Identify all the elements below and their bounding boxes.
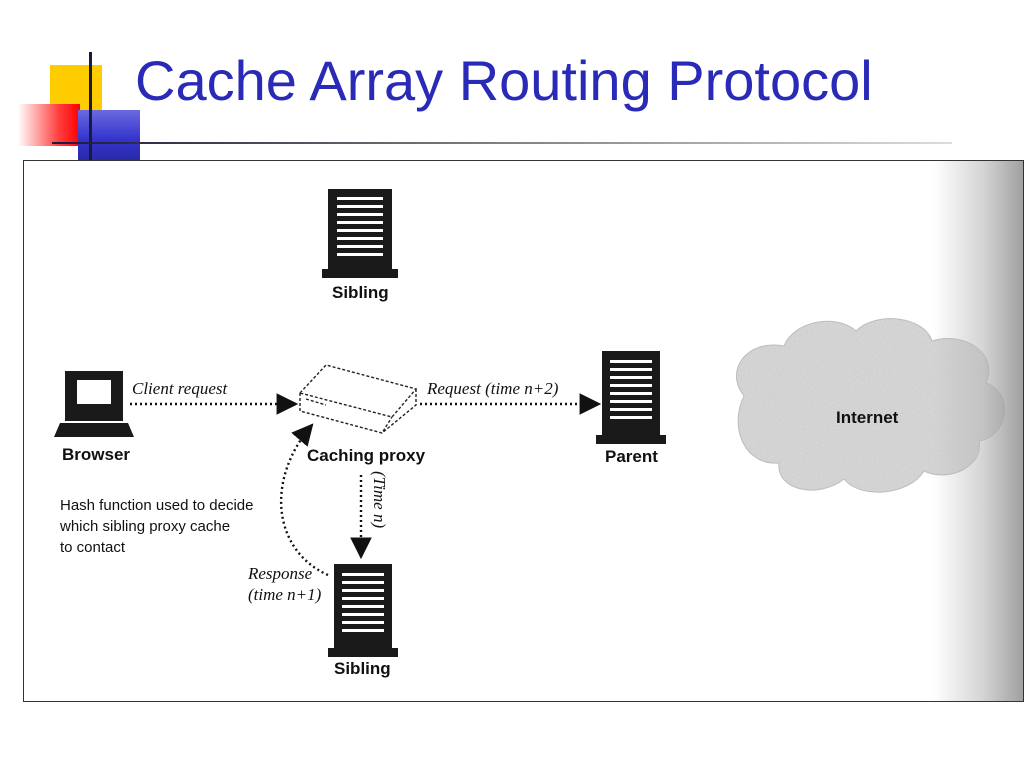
server-sibling-top-icon (322, 189, 398, 278)
carp-diagram: Sibling Browser Caching proxy Parent Sib… (23, 160, 1024, 702)
server-sibling-bottom-icon (328, 564, 398, 657)
response-label-line1: Response (248, 564, 313, 583)
internet-label: Internet (836, 408, 899, 427)
hash-function-note: Hash function used to decide which sibli… (60, 495, 280, 558)
caching-proxy-label: Caching proxy (307, 446, 426, 465)
caching-proxy-icon (298, 364, 418, 434)
time-n-label: (Time n) (370, 471, 389, 529)
slide-title: Cache Array Routing Protocol (135, 49, 873, 112)
note-line-2: which sibling proxy cache (60, 518, 231, 535)
note-line-1: Hash function used to decide (60, 497, 254, 514)
decor-red-square (18, 104, 80, 146)
title-underline (52, 142, 952, 144)
note-line-3: to contact (60, 539, 126, 556)
response-label-line2: (time n+1) (248, 585, 322, 604)
request-parent-label: Request (time n+2) (427, 379, 559, 398)
sibling-bottom-label: Sibling (334, 659, 391, 678)
client-request-label: Client request (132, 379, 228, 398)
diagram-canvas (54, 189, 1005, 657)
scan-page-shadow (933, 161, 1023, 701)
parent-label: Parent (605, 447, 658, 466)
decor-blue-square (78, 110, 140, 160)
browser-computer-icon (54, 371, 134, 437)
browser-label: Browser (62, 445, 131, 464)
sibling-top-label: Sibling (332, 283, 389, 302)
response-curve-arrow (280, 423, 329, 577)
decor-vertical-line (89, 52, 92, 164)
server-parent-icon (596, 351, 666, 444)
